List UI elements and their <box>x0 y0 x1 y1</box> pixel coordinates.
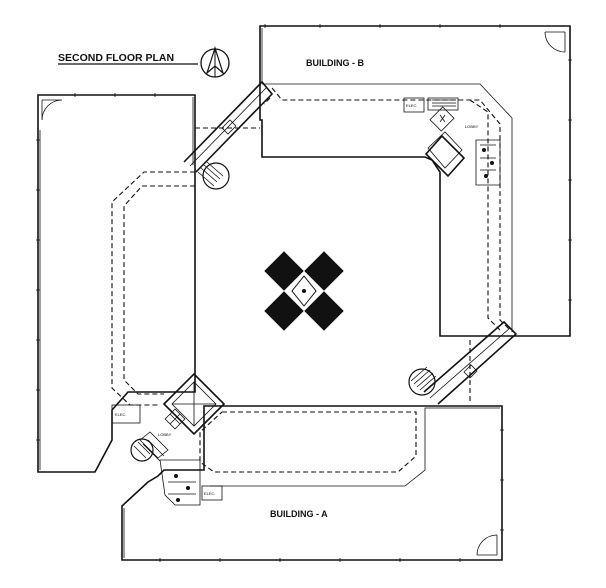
fountain-icon <box>264 251 344 331</box>
elec-label-a: ELEC. <box>115 412 127 417</box>
bridge-southeast <box>423 320 518 405</box>
door-swing-icon <box>544 31 566 53</box>
walkway-loop <box>111 87 511 473</box>
lobby-label-a: LOBBY <box>158 432 172 437</box>
bridge-northwest <box>183 80 274 173</box>
building-b-label: BUILDING - B <box>306 58 364 68</box>
stair-icon <box>408 366 437 396</box>
stair-icon <box>130 438 154 462</box>
building-a-label: BUILDING - A <box>270 509 328 519</box>
stair-icon <box>197 161 230 190</box>
elec-label-b: ELEC. <box>406 103 418 108</box>
elevator-core-b <box>403 97 425 113</box>
bridge-southwest <box>162 372 226 436</box>
door-swing-icon <box>476 534 498 556</box>
lobby-label-b: LOBBY <box>465 124 479 129</box>
building-a: ELEC. LOBBY ELEC. <box>111 404 504 562</box>
door-swing-icon <box>38 94 70 121</box>
north-arrow-icon <box>200 46 230 78</box>
elec-label-a2: ELEC. <box>204 491 216 496</box>
bridge-northeast <box>424 134 466 178</box>
plan-title: SECOND FLOOR PLAN <box>58 52 174 64</box>
elevator-core-a <box>111 404 141 424</box>
